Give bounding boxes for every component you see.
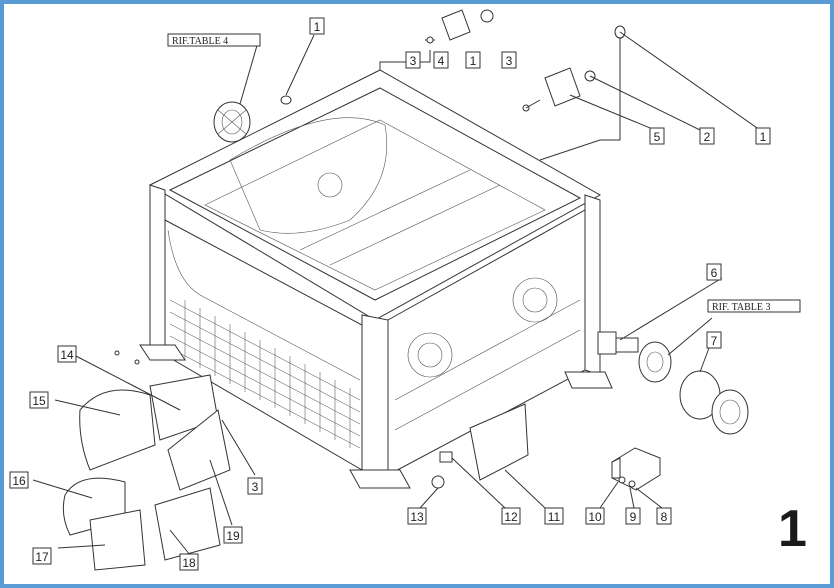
svg-text:7: 7 xyxy=(711,334,718,348)
callout-13: 13 xyxy=(407,507,427,525)
callout-19: 19 xyxy=(223,526,243,544)
svg-text:1: 1 xyxy=(314,20,321,34)
callout-16: 16 xyxy=(9,471,29,489)
callout-2: 2 xyxy=(699,127,715,145)
svg-text:4: 4 xyxy=(438,54,445,68)
front-mesh-grid xyxy=(169,299,361,449)
callout-4: 4 xyxy=(433,51,449,69)
svg-text:17: 17 xyxy=(35,550,49,564)
callout-7: 7 xyxy=(706,331,722,349)
callout-10: 10 xyxy=(585,507,605,525)
svg-text:13: 13 xyxy=(410,510,424,524)
mixer-tank-body xyxy=(139,69,613,489)
svg-text:19: 19 xyxy=(226,529,240,543)
svg-text:11: 11 xyxy=(548,510,561,524)
shaft-assembly xyxy=(597,331,749,435)
svg-text:18: 18 xyxy=(182,556,196,570)
svg-text:2: 2 xyxy=(704,130,711,144)
callout-11: 11 xyxy=(544,507,564,525)
svg-text:16: 16 xyxy=(12,474,26,488)
rotor-ref-table-4 xyxy=(213,101,251,143)
svg-text:3: 3 xyxy=(252,480,259,494)
ref-label-table-4: RIF.TABLE 4 xyxy=(172,36,228,47)
sheet-number: 1 xyxy=(778,500,807,558)
callout-1c: 1 xyxy=(755,127,771,145)
callout-15: 15 xyxy=(29,391,49,409)
callout-3b: 3 xyxy=(501,51,517,69)
svg-text:14: 14 xyxy=(60,348,74,362)
callout-14: 14 xyxy=(57,345,77,363)
callout-1b: 1 xyxy=(465,51,481,69)
svg-text:1: 1 xyxy=(470,54,477,68)
svg-text:12: 12 xyxy=(504,510,518,524)
svg-text:1: 1 xyxy=(760,130,767,144)
callout-3c: 3 xyxy=(247,477,263,495)
svg-text:6: 6 xyxy=(711,266,718,280)
svg-text:3: 3 xyxy=(410,54,417,68)
callout-5: 5 xyxy=(649,127,665,145)
callout-6: 6 xyxy=(706,263,722,281)
svg-text:9: 9 xyxy=(630,510,637,524)
svg-text:5: 5 xyxy=(654,130,661,144)
ref-label-table-3: RIF. TABLE 3 xyxy=(712,302,771,313)
callout-9: 9 xyxy=(625,507,641,525)
callout-17: 17 xyxy=(32,547,52,565)
svg-text:3: 3 xyxy=(506,54,513,68)
callout-1a: 1 xyxy=(309,17,325,35)
svg-text:15: 15 xyxy=(32,394,46,408)
callout-8: 8 xyxy=(656,507,672,525)
svg-text:8: 8 xyxy=(661,510,668,524)
scraper-blades xyxy=(62,374,231,571)
callout-12: 12 xyxy=(501,507,521,525)
svg-text:10: 10 xyxy=(588,510,602,524)
callout-18: 18 xyxy=(179,553,199,571)
callout-3a: 3 xyxy=(405,51,421,69)
